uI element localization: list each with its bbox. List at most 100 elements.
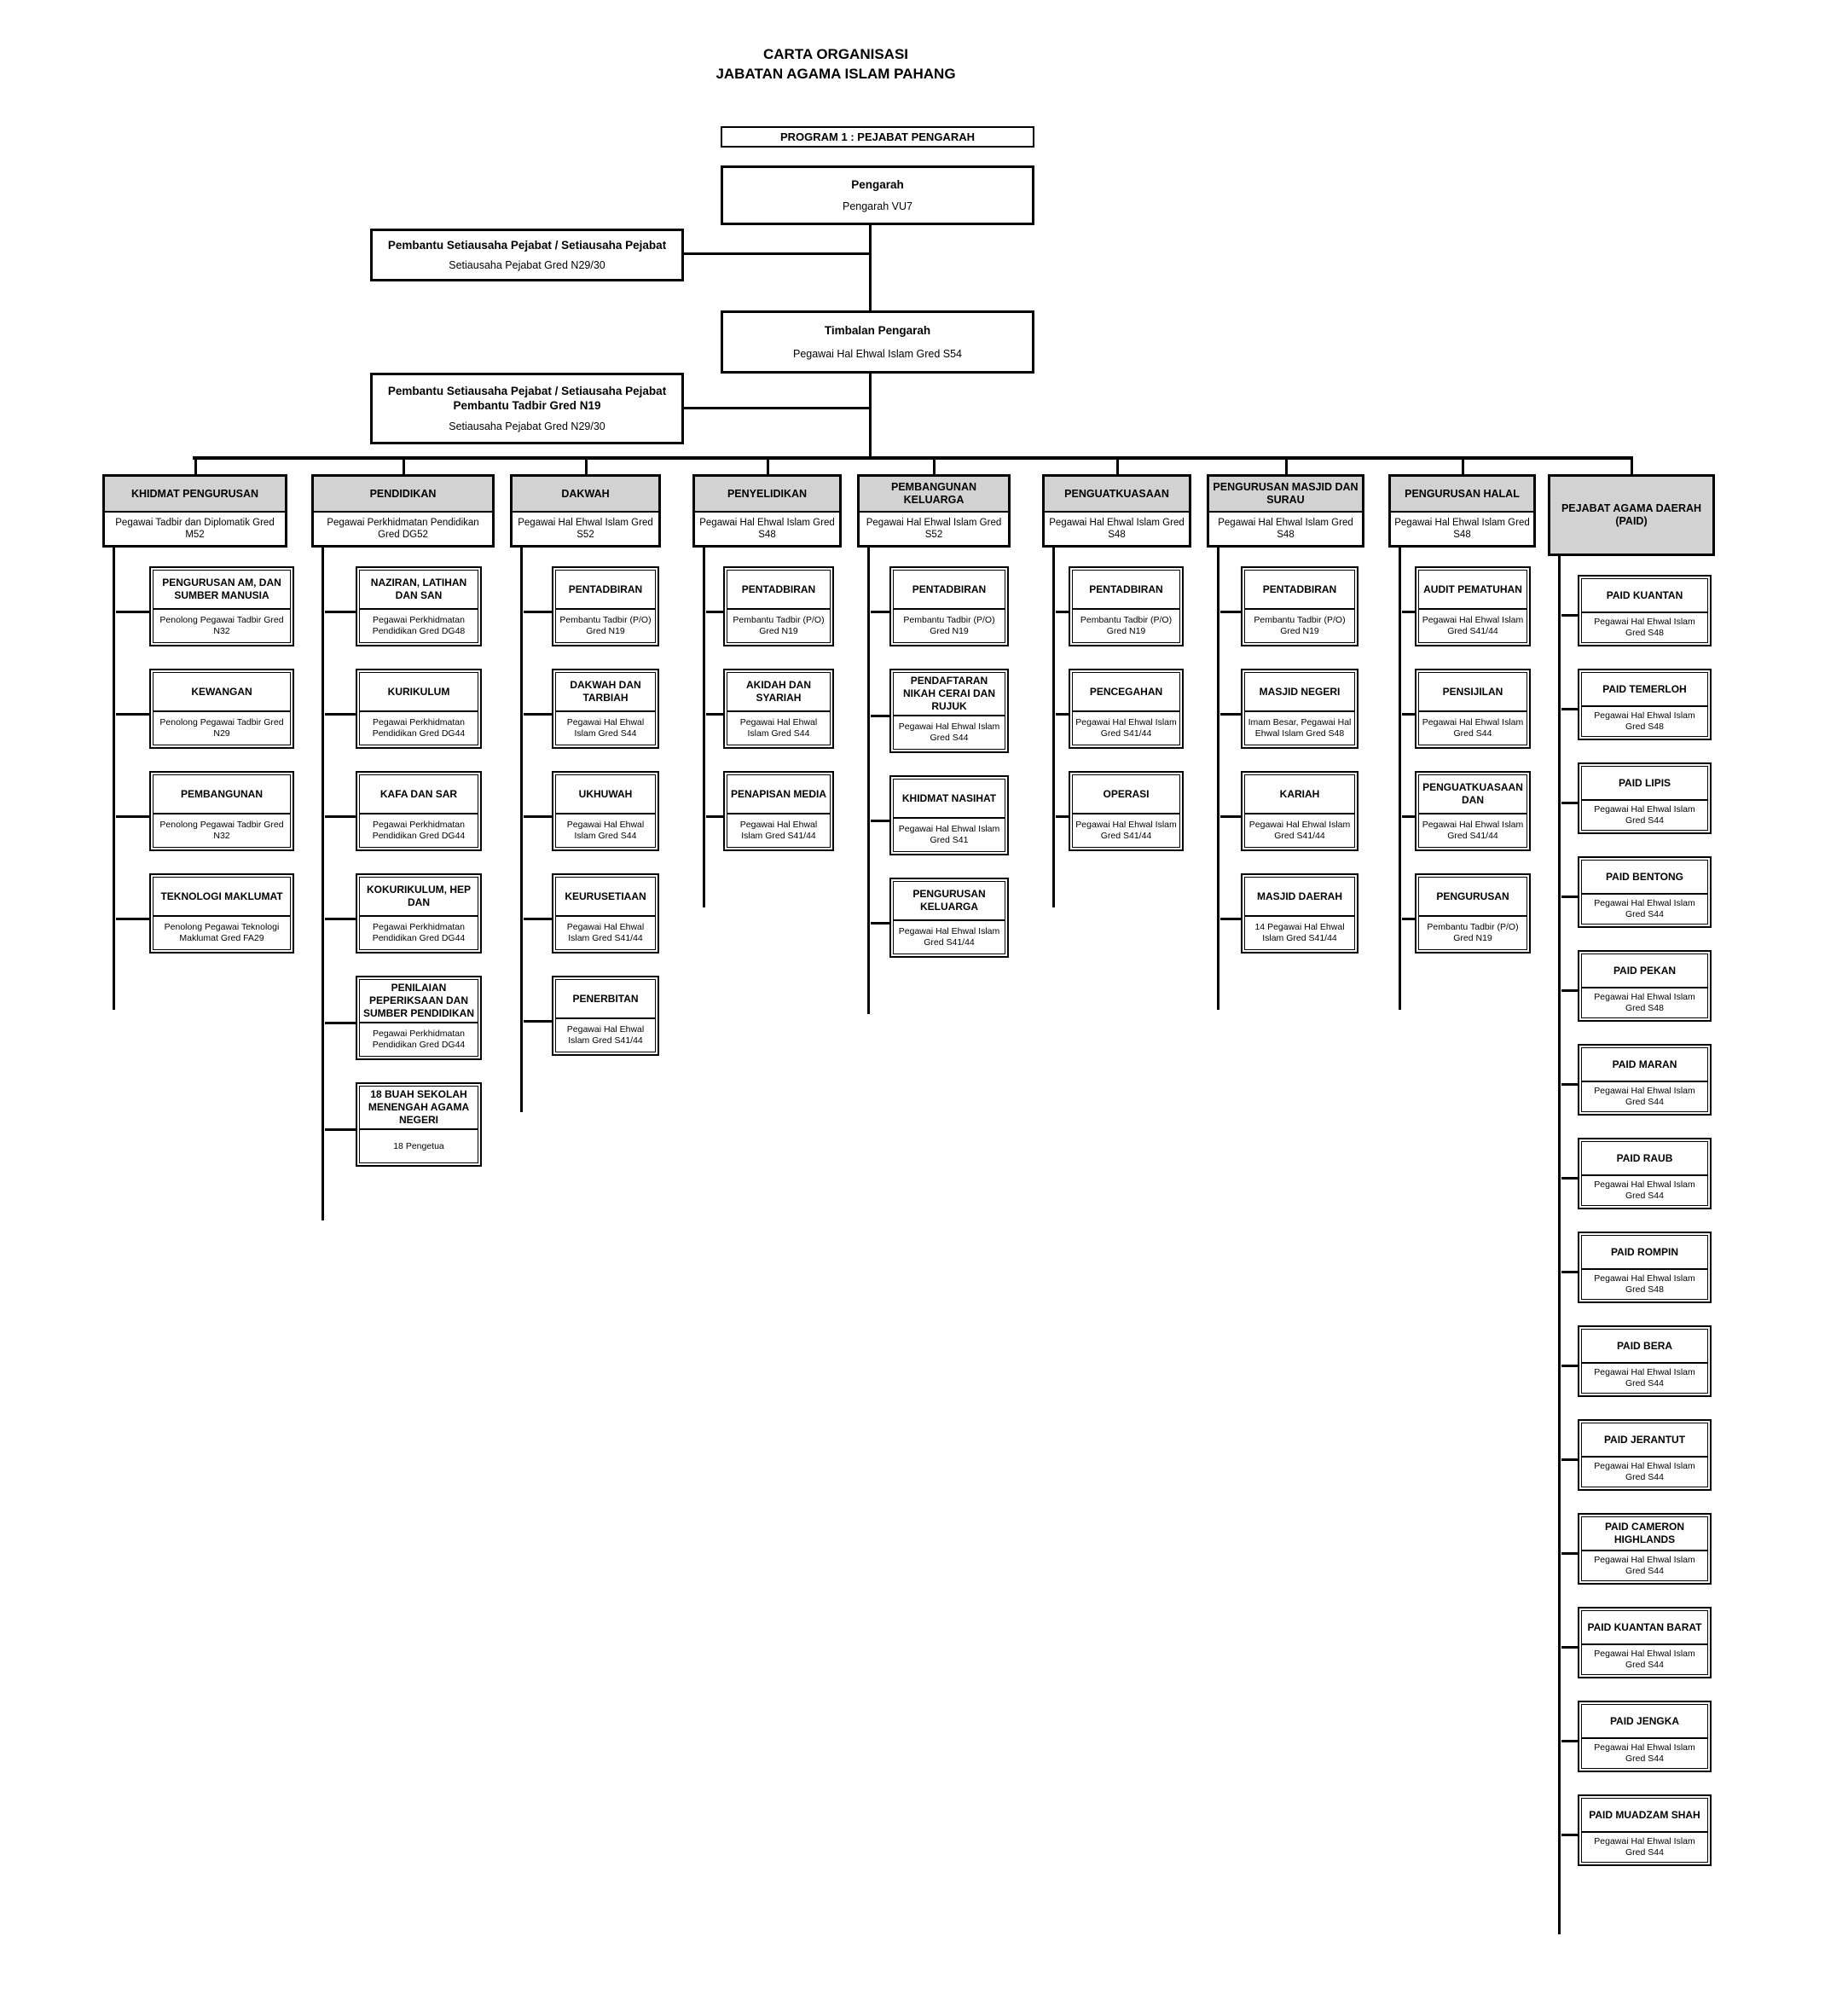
unit-box-inner: PAID JERANTUT Pegawai Hal Ehwal Islam Gr… — [1581, 1423, 1708, 1487]
unit-title: PAID LIPIS — [1582, 767, 1707, 801]
unit-box: PENGURUSAN AM, DAN SUMBER MANUSIA Penolo… — [116, 566, 294, 646]
unit-box-inner: PENILAIAN PEPERIKSAAN DAN SUMBER PENDIDI… — [359, 979, 478, 1057]
unit-box: UKHUWAH Pegawai Hal Ehwal Islam Gred S44 — [524, 771, 659, 851]
unit-box-inner: PENGUATKUASAAN DAN Pegawai Hal Ehwal Isl… — [1418, 774, 1527, 848]
unit-subtitle: Pembantu Tadbir (P/O) Gred N19 — [1254, 615, 1346, 636]
division-column: DAKWAH Pegawai Hal Ehwal Islam Gred S52 … — [510, 474, 661, 1112]
unit-box-inner: PENTADBIRAN Pembantu Tadbir (P/O) Gred N… — [727, 570, 831, 643]
division-column: PENGURUSAN HALAL Pegawai Hal Ehwal Islam… — [1388, 474, 1536, 1010]
connector-line — [682, 252, 871, 255]
unit-subtitle: Pegawai Hal Ehwal Islam Gred S44 — [1594, 1742, 1695, 1764]
connector-trunk — [1217, 548, 1219, 1010]
unit-subtitle: Penolong Pegawai Tadbir Gred N32 — [159, 615, 284, 636]
unit-box: DAKWAH DAN TARBIAH Pegawai Hal Ehwal Isl… — [524, 669, 659, 749]
unit-box-inner: PENSIJILAN Pegawai Hal Ehwal Islam Gred … — [1418, 672, 1527, 745]
division-header: PENGURUSAN MASJID DAN SURAU Pegawai Hal … — [1207, 474, 1364, 548]
unit-subtitle: Pegawai Hal Ehwal Islam Gred S44 — [1594, 1086, 1695, 1107]
unit-subtitle: Pegawai Hal Ehwal Islam Gred S41/44 — [566, 922, 645, 943]
unit-title: PENTADBIRAN — [1073, 571, 1179, 610]
unit-title: OPERASI — [1073, 775, 1179, 814]
unit-subtitle: Imam Besar, Pegawai Hal Ehwal Islam Gred… — [1248, 717, 1352, 739]
unit-box-inner: KARIAH Pegawai Hal Ehwal Islam Gred S41/… — [1244, 774, 1355, 848]
unit-title: DAKWAH DAN TARBIAH — [556, 673, 655, 712]
division-header: PENDIDIKAN Pegawai Perkhidmatan Pendidik… — [311, 474, 495, 548]
division-title: PENYELIDIKAN — [695, 477, 839, 513]
unit-box-inner: PENTADBIRAN Pembantu Tadbir (P/O) Gred N… — [555, 570, 656, 643]
node-timbalan-pengarah: Timbalan Pengarah Pegawai Hal Ehwal Isla… — [721, 310, 1034, 374]
node-title: Timbalan Pengarah — [824, 324, 931, 338]
unit-subtitle: Pegawai Hal Ehwal Islam Gred S44 — [1594, 1836, 1695, 1858]
unit-title: PENTADBIRAN — [894, 571, 1005, 610]
unit-subtitle: Pegawai Hal Ehwal Islam Gred S41/44 — [1075, 820, 1177, 841]
unit-box: TEKNOLOGI MAKLUMAT Penolong Pegawai Tekn… — [116, 873, 294, 954]
unit-box-inner: KEURUSETIAAN Pegawai Hal Ehwal Islam Gre… — [555, 877, 656, 950]
unit-box-inner: PENAPISAN MEDIA Pegawai Hal Ehwal Islam … — [727, 774, 831, 848]
connector-stub — [402, 459, 405, 475]
unit-box-inner: PAID KUANTAN BARAT Pegawai Hal Ehwal Isl… — [1581, 1610, 1708, 1675]
unit-box-inner: PENGURUSAN AM, DAN SUMBER MANUSIA Penolo… — [153, 570, 291, 643]
unit-box: PAID MARAN Pegawai Hal Ehwal Islam Gred … — [1561, 1044, 1712, 1116]
division-subtitle: Pegawai Hal Ehwal Islam Gred S52 — [860, 513, 1008, 545]
unit-subtitle: Pegawai Hal Ehwal Islam Gred S48 — [1594, 992, 1695, 1013]
connector-line — [869, 225, 872, 310]
division-units: PENTADBIRAN Pembantu Tadbir (P/O) Gred N… — [706, 566, 834, 851]
unit-subtitle: Pegawai Hal Ehwal Islam Gred S44 — [898, 722, 1000, 743]
unit-box: AKIDAH DAN SYARIAH Pegawai Hal Ehwal Isl… — [706, 669, 834, 749]
unit-box: PAID MUADZAM SHAH Pegawai Hal Ehwal Isla… — [1561, 1794, 1712, 1866]
unit-subtitle: Pembantu Tadbir (P/O) Gred N19 — [903, 615, 995, 636]
connector-trunk — [1558, 556, 1561, 1935]
unit-title: MASJID NEGERI — [1245, 673, 1354, 712]
unit-box: KAFA DAN SAR Pegawai Perkhidmatan Pendid… — [325, 771, 482, 851]
unit-box-inner: OPERASI Pegawai Hal Ehwal Islam Gred S41… — [1072, 774, 1180, 848]
division-subtitle: Pegawai Tadbir dan Diplomatik Gred M52 — [105, 513, 285, 545]
unit-subtitle: Pembantu Tadbir (P/O) Gred N19 — [1427, 922, 1519, 943]
unit-box-inner: PAID TEMERLOH Pegawai Hal Ehwal Islam Gr… — [1581, 672, 1708, 737]
unit-title: PAID ROMPIN — [1582, 1236, 1707, 1270]
unit-title: KEWANGAN — [154, 673, 290, 712]
unit-title: PEMBANGUNAN — [154, 775, 290, 814]
node-subtitle: Setiausaha Pejabat Gred N29/30 — [449, 420, 605, 432]
unit-box: PENCEGAHAN Pegawai Hal Ehwal Islam Gred … — [1056, 669, 1184, 749]
unit-subtitle: Pegawai Perkhidmatan Pendidikan Gred DG4… — [372, 717, 466, 739]
division-column: KHIDMAT PENGURUSAN Pegawai Tadbir dan Di… — [102, 474, 294, 1010]
unit-box: PENTADBIRAN Pembantu Tadbir (P/O) Gred N… — [871, 566, 1009, 646]
unit-title: PENGURUSAN KELUARGA — [894, 882, 1005, 921]
node-title: Pembantu Setiausaha Pejabat / Setiausaha… — [387, 239, 667, 252]
unit-box-inner: PAID LIPIS Pegawai Hal Ehwal Islam Gred … — [1581, 766, 1708, 831]
unit-subtitle: Pegawai Hal Ehwal Islam Gred S41/44 — [566, 1024, 645, 1046]
connector-trunk — [520, 548, 523, 1112]
unit-title: PENGURUSAN AM, DAN SUMBER MANUSIA — [154, 571, 290, 610]
unit-title: KEURUSETIAAN — [556, 878, 655, 917]
connector-stub — [584, 459, 588, 475]
unit-title: KOKURIKULUM, HEP DAN — [360, 878, 478, 917]
division-header: PEJABAT AGAMA DAERAH (PAID) — [1548, 474, 1715, 556]
unit-title: UKHUWAH — [556, 775, 655, 814]
division-subtitle: Pegawai Hal Ehwal Islam Gred S48 — [695, 513, 839, 545]
unit-title: PENDAFTARAN NIKAH CERAI DAN RUJUK — [894, 673, 1005, 716]
unit-box: 18 BUAH SEKOLAH MENENGAH AGAMA NEGERI 18… — [325, 1082, 482, 1167]
unit-title: PAID KUANTAN BARAT — [1582, 1611, 1707, 1645]
unit-box-inner: KURIKULUM Pegawai Perkhidmatan Pendidika… — [359, 672, 478, 745]
unit-title: PAID KUANTAN — [1582, 579, 1707, 613]
division-units: PENTADBIRAN Pembantu Tadbir (P/O) Gred N… — [871, 566, 1009, 958]
division-column: PEJABAT AGAMA DAERAH (PAID) PAID KUANTAN… — [1548, 474, 1715, 1935]
unit-box: PAID PEKAN Pegawai Hal Ehwal Islam Gred … — [1561, 950, 1712, 1022]
division-title: PEMBANGUNAN KELUARGA — [860, 477, 1008, 513]
unit-title: PAID PEKAN — [1582, 954, 1707, 988]
unit-box-inner: UKHUWAH Pegawai Hal Ehwal Islam Gred S44 — [555, 774, 656, 848]
connector-stub — [933, 459, 936, 475]
unit-box-inner: PENTADBIRAN Pembantu Tadbir (P/O) Gred N… — [1072, 570, 1180, 643]
unit-box-inner: PAID KUANTAN Pegawai Hal Ehwal Islam Gre… — [1581, 578, 1708, 643]
node-title-line1: Pembantu Setiausaha Pejabat / Setiausaha… — [387, 385, 667, 397]
unit-title: TEKNOLOGI MAKLUMAT — [154, 878, 290, 917]
unit-box: PENTADBIRAN Pembantu Tadbir (P/O) Gred N… — [524, 566, 659, 646]
unit-subtitle: Pegawai Hal Ehwal Islam Gred S41/44 — [898, 926, 1000, 948]
unit-title: MASJID DAERAH — [1245, 878, 1354, 917]
unit-subtitle: Pegawai Hal Ehwal Islam Gred S44 — [1422, 717, 1524, 739]
division-title: PEJABAT AGAMA DAERAH (PAID) — [1550, 477, 1712, 554]
unit-title: PENAPISAN MEDIA — [727, 775, 830, 814]
unit-box-inner: PAID RAUB Pegawai Hal Ehwal Islam Gred S… — [1581, 1141, 1708, 1206]
unit-box-inner: PENDAFTARAN NIKAH CERAI DAN RUJUK Pegawa… — [893, 672, 1005, 750]
unit-box-inner: PAID PEKAN Pegawai Hal Ehwal Islam Gred … — [1581, 954, 1708, 1018]
unit-box-inner: PENGURUSAN Pembantu Tadbir (P/O) Gred N1… — [1418, 877, 1527, 950]
